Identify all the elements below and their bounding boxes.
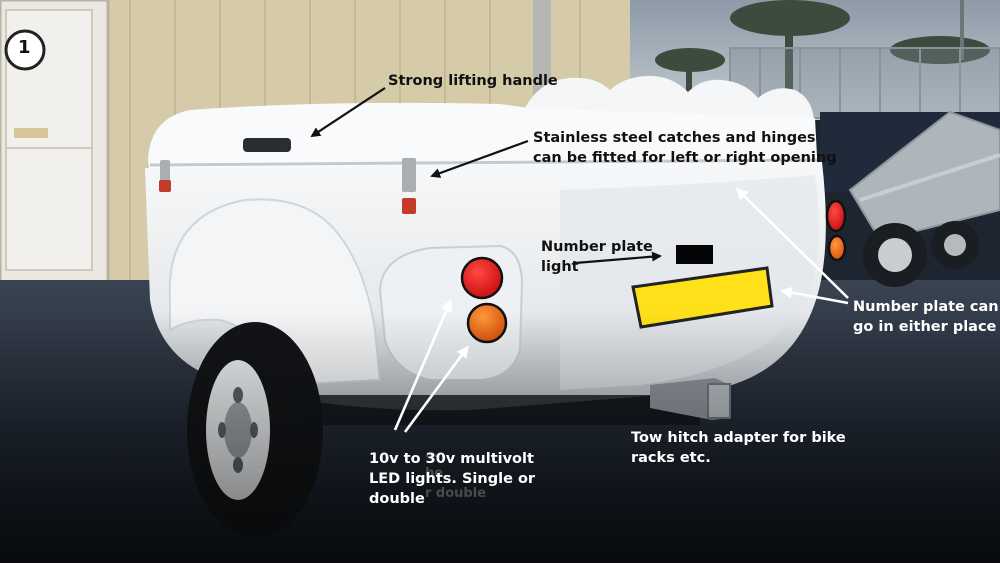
arrow-to-plate-rear	[780, 286, 849, 305]
arrow-to-lifting-handle	[310, 87, 386, 138]
label-led-lights: 10v to 30v multivolt LED lights. Single …	[369, 451, 536, 507]
label-number-plate-position: Number plate can go in either place	[853, 299, 999, 335]
arrow-to-plate-light	[574, 251, 662, 265]
label-catches-hinges: Stainless steel catches and hinges can b…	[533, 130, 837, 166]
arrow-to-red-light	[393, 299, 452, 431]
arrow-to-catches	[430, 139, 529, 178]
arrow-to-amber-light	[403, 345, 469, 433]
door-sign-number: 1	[18, 37, 31, 58]
arrow-to-plate-upper	[735, 187, 849, 299]
ghost-text-overlay: … be r double	[425, 446, 487, 501]
label-lifting-handle: Strong lifting handle	[388, 73, 558, 89]
label-number-plate-light: Number plate light	[541, 239, 653, 275]
label-tow-hitch: Tow hitch adapter for bike racks etc.	[631, 430, 846, 466]
